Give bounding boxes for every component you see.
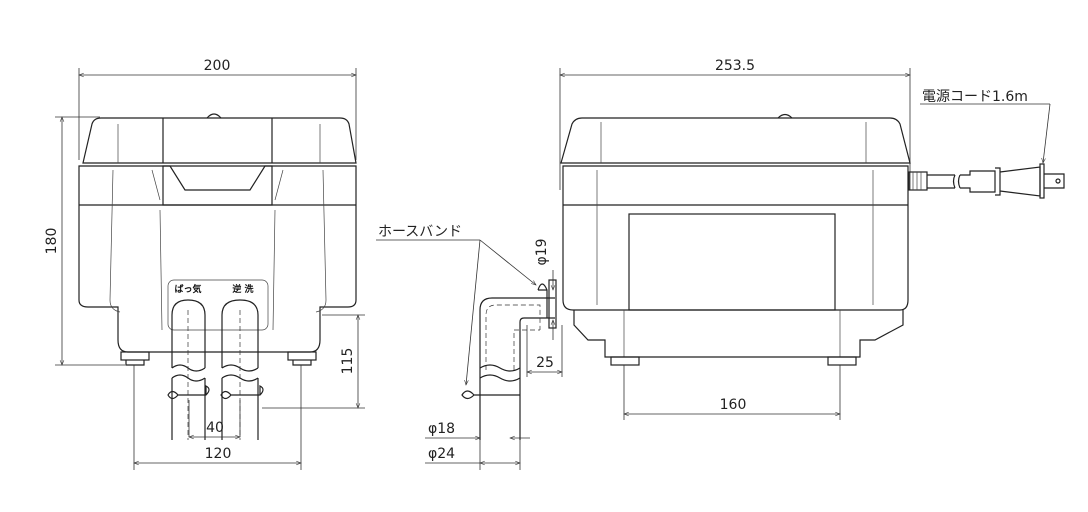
backwash-outlet-label: 逆 洗 [232,283,253,295]
width-dimension: 200 [204,58,231,74]
power-plug-icon [908,163,1065,199]
hose-detail: ホースバンド φ19 25 φ18 φ24 [376,224,563,470]
hose-band-label: ホースバンド [378,224,462,240]
front-view: 200 180 ばっ気 逆 洗 [44,58,365,470]
outlet-diameter-dimension: φ19 [534,238,550,265]
hose-inner-diameter: φ18 [428,421,455,437]
hose-band-icon [167,385,264,400]
label-plate [628,213,836,311]
power-cord-label: 電源コード1.6m [922,89,1028,105]
aeration-outlet-label: ばっ気 [174,283,201,295]
side-foot-span-dimension: 160 [720,397,747,413]
side-view: 253.5 電源コード1.6m [559,58,1065,420]
length-dimension: 253.5 [715,58,755,74]
height-dimension: 180 [44,228,60,255]
foot-span-dimension: 120 [205,446,232,462]
outlet-height-dimension: 115 [340,348,356,375]
hose-outer-diameter: φ24 [428,446,455,462]
insertion-dimension: 25 [536,355,554,371]
outlet-pitch-dimension: 40 [206,420,224,436]
